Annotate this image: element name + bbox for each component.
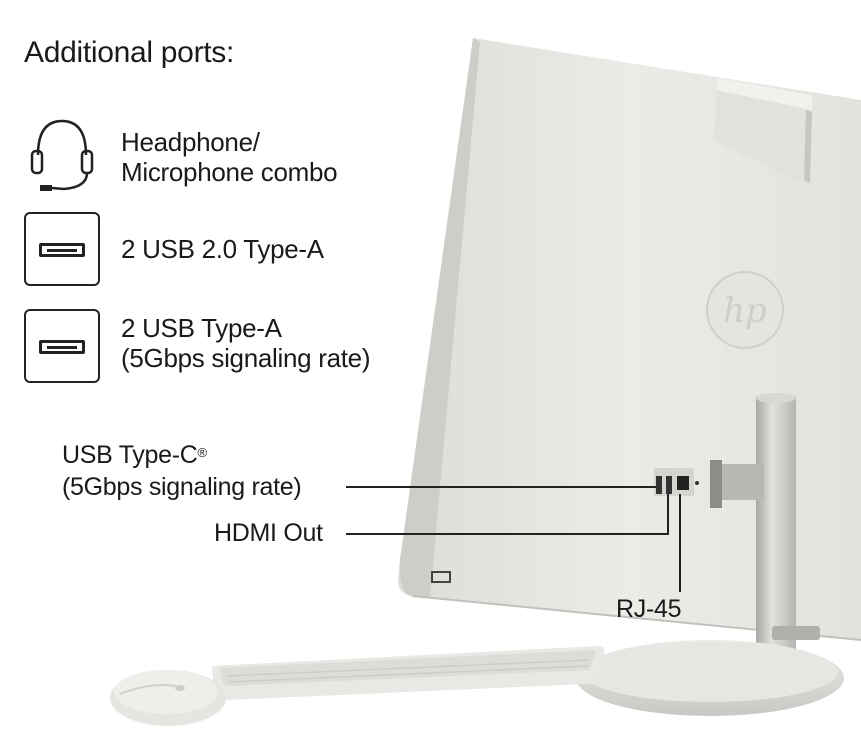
registered-mark: ® bbox=[197, 445, 207, 460]
callout-lines bbox=[346, 486, 681, 592]
stand bbox=[576, 393, 844, 716]
port-label-line1: 2 USB Type-A bbox=[121, 313, 282, 343]
usbc-callout-line1: USB Type-C® bbox=[62, 440, 207, 470]
port-item-headset: Headphone/ Microphone combo bbox=[24, 113, 338, 204]
webcam bbox=[714, 78, 812, 186]
rj45-callout: RJ-45 bbox=[616, 595, 682, 623]
heading: Additional ports: bbox=[24, 36, 235, 69]
port-label-line1: Headphone/ bbox=[121, 127, 260, 157]
mouse bbox=[110, 670, 226, 726]
hdmi-callout: HDMI Out bbox=[214, 519, 323, 547]
keyboard bbox=[212, 646, 605, 700]
power-button-icon bbox=[431, 571, 451, 583]
usb-a-port-icon bbox=[24, 212, 100, 286]
port-label-line2: (5Gbps signaling rate) bbox=[121, 343, 371, 373]
port-label-line2: Microphone combo bbox=[121, 157, 338, 187]
headset-icon bbox=[30, 119, 94, 191]
hp-logo-text: hp bbox=[723, 291, 767, 331]
rj45-port bbox=[677, 476, 689, 490]
port-label-line1: 2 USB 2.0 Type-A bbox=[121, 234, 324, 264]
usbc-label: USB Type-C bbox=[62, 441, 198, 469]
hp-logo: hp bbox=[706, 271, 784, 349]
port-cluster bbox=[654, 468, 699, 496]
usb-c-port bbox=[656, 476, 662, 494]
usb-a-port-icon bbox=[24, 309, 100, 383]
hdmi-leader-line bbox=[346, 494, 669, 535]
usbc-callout-line2: (5Gbps signaling rate) bbox=[62, 473, 302, 501]
hdmi-port bbox=[666, 476, 672, 494]
